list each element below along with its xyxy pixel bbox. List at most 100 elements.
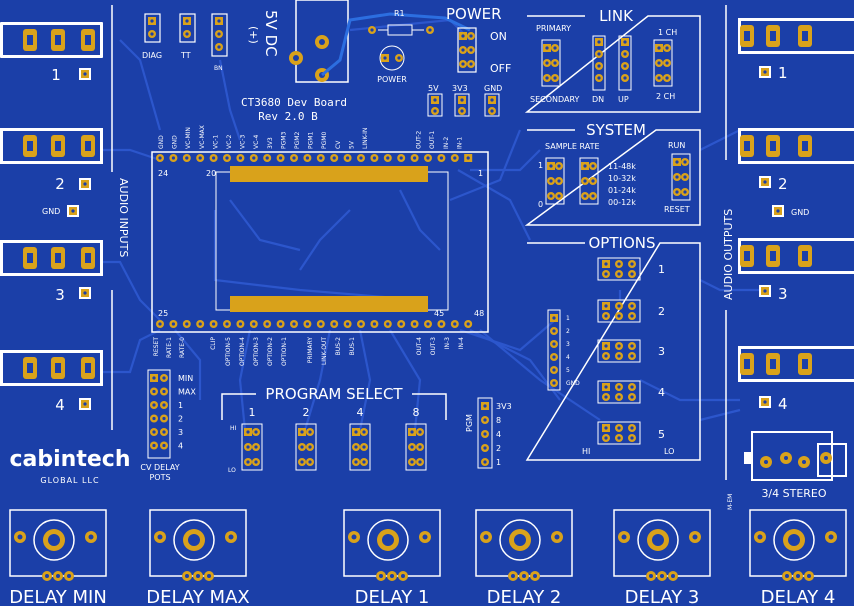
chip-top-pin <box>169 154 178 162</box>
chip-bottom-pin <box>464 320 473 328</box>
rate-option-4: 00-12k <box>608 198 636 207</box>
chip-bottom-pin-label: OPTION-2 <box>267 337 274 366</box>
chip-top-pin-label: PGM2 <box>294 132 301 149</box>
pad-round <box>352 443 360 451</box>
chip-top-pin <box>464 154 473 162</box>
resistor-r1: R1 <box>368 9 434 36</box>
option-number-3: 3 <box>658 345 665 358</box>
pgm-header-pad <box>481 416 489 424</box>
cv-delay-pad <box>160 414 168 423</box>
chip-top-pin <box>156 154 164 162</box>
chip-bottom-pin-label: RESET <box>153 337 160 357</box>
potentiometer[interactable] <box>343 509 441 581</box>
pgm-header-pad <box>481 444 489 452</box>
chip-top-pin-label: VC-MIN <box>185 127 192 149</box>
potentiometer[interactable] <box>9 509 107 581</box>
audio-input-jack-3 <box>0 240 103 276</box>
cv-delay-label: MAX <box>178 388 196 397</box>
potentiometer[interactable] <box>149 509 247 581</box>
pad-round <box>360 428 368 436</box>
chip-top-pin-label: CV <box>335 140 342 149</box>
power-off-label: OFF <box>490 62 511 75</box>
chip-bottom-pin <box>290 320 298 328</box>
chip-bottom-pin <box>424 320 432 328</box>
chip-bottom-pin <box>330 320 339 328</box>
pad-round <box>306 458 314 466</box>
cv-delay-pad <box>150 401 158 409</box>
chip-top-pin-label: GND <box>158 135 165 149</box>
chip-top-pin <box>290 154 298 162</box>
chip-pin-25: 25 <box>158 309 168 318</box>
chip-bottom-pin <box>249 320 258 328</box>
chip-top-pin <box>196 154 205 162</box>
chip-bottom-pin-label: PRIMARY <box>307 337 314 364</box>
chip-top-pin <box>330 154 339 162</box>
audio-outputs-label: AUDIO OUTPUTS <box>722 209 735 300</box>
program-bit-jumper[interactable] <box>349 423 371 471</box>
chip-bottom-pin-label: RATE-1 <box>166 337 173 358</box>
chip-top-pin <box>263 154 272 162</box>
option-jumper-3[interactable] <box>597 339 641 363</box>
board-revision: Rev 2.0 B <box>258 110 318 123</box>
chip-top-pin <box>370 154 379 162</box>
audio-output-number-3: 3 <box>778 285 788 303</box>
chip-bottom-pin <box>236 320 245 328</box>
cv-delay-pad <box>150 428 158 436</box>
options-pin-gnd: GND <box>566 380 580 387</box>
pad-round <box>252 428 260 436</box>
chip-bottom-pin <box>437 320 446 328</box>
rail-gnd-label: GND <box>484 84 502 93</box>
chip-bottom-pin <box>316 320 325 328</box>
chip-bottom-pin <box>410 320 419 328</box>
pad-square <box>408 428 416 436</box>
chip-top-pin-label: VC-3 <box>240 135 247 149</box>
potentiometer-label: DELAY MAX <box>146 587 249 606</box>
chip-top-pin <box>316 154 325 162</box>
option-jumper-4[interactable] <box>597 380 641 404</box>
chip-top-pin-label: PGM1 <box>308 132 315 149</box>
program-bit-jumper[interactable] <box>295 423 317 471</box>
pad-round <box>360 443 368 451</box>
chip-top-pin-label: 3V3 <box>267 137 274 149</box>
potentiometer[interactable] <box>475 509 573 581</box>
pad-round <box>244 443 252 451</box>
power-switch[interactable]: POWER ON OFF <box>446 5 511 75</box>
potentiometer[interactable] <box>749 509 847 581</box>
audio-input-number-1: 1 <box>51 66 61 84</box>
program-select-title: PROGRAM SELECT <box>265 385 403 403</box>
program-bit-label: 1 <box>249 406 256 419</box>
chip-bottom-pin <box>263 320 272 328</box>
pad-round <box>352 458 360 466</box>
company-name: cabintech <box>10 447 131 472</box>
cv-delay-label: MIN <box>178 374 193 383</box>
pad-round <box>416 458 424 466</box>
program-bit-jumper[interactable] <box>241 423 263 471</box>
program-bit-jumper[interactable] <box>405 423 427 471</box>
cv-delay-pad <box>150 441 158 450</box>
options-title: OPTIONS <box>589 234 656 252</box>
option-number-4: 4 <box>658 386 665 399</box>
potentiometer[interactable] <box>613 509 711 581</box>
audio-input-jack-4 <box>0 350 103 386</box>
stereo-jack: 3/4 STEREO <box>744 431 847 500</box>
chip-bottom-pin <box>370 320 379 328</box>
option-jumper-2[interactable] <box>597 299 641 323</box>
cv-delay-pad <box>150 374 158 382</box>
tt-label: TT <box>180 51 191 60</box>
audio-output-number-4: 4 <box>778 395 788 413</box>
chip-bottom-pin <box>303 320 312 328</box>
cv-delay-pad <box>160 387 168 396</box>
chip-top-pin-label: IN-2 <box>443 137 450 149</box>
chip-bottom-pin <box>276 320 285 328</box>
board-title: CT3680 Dev Board <box>241 96 347 109</box>
option-jumper-1[interactable] <box>597 257 641 281</box>
chip-top-pin <box>437 154 446 162</box>
audio-output-jacks <box>738 18 854 382</box>
option-jumper-5[interactable] <box>597 421 641 445</box>
